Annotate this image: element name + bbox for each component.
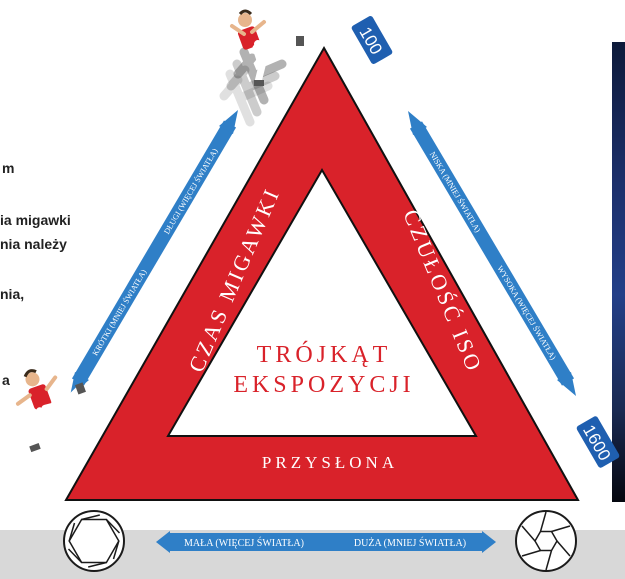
runner-blurred-icon <box>219 9 304 127</box>
iso-high-label: WYSOKA (WIĘCEJ ŚWIATŁA) <box>495 264 558 362</box>
background-text-4: nia, <box>0 286 25 302</box>
exposure-triangle <box>64 45 580 501</box>
aperture-narrow-icon <box>515 510 577 572</box>
iso-badge-1600: 1600 <box>576 416 620 468</box>
aperture-small-label: MAŁA (WIĘCEJ ŚWIATŁA) <box>184 537 304 549</box>
shutter-short-label: KRÓTKI (MNIEJ ŚWIATŁA) <box>91 268 149 358</box>
background-text-3: nia należy <box>0 236 67 252</box>
runner-frozen-icon <box>15 369 86 453</box>
triangle-title-line1: TRÓJKĄT <box>257 341 392 368</box>
background-text-1: m <box>2 160 15 176</box>
iso-arrow <box>408 111 576 396</box>
shutter-long-label: DŁUGI (WIĘCEJ ŚWIATŁA) <box>162 147 220 236</box>
iso-badge-100: 100 <box>351 16 393 64</box>
background-photo-strip <box>612 42 625 502</box>
aperture-arrow <box>156 531 496 553</box>
aperture-wide-icon <box>63 510 125 572</box>
aperture-label: PRZYSŁONA <box>262 453 398 472</box>
background-text-5: a <box>2 372 10 388</box>
iso-low-label: NISKA (MNIEJ ŚWIATŁA) <box>428 150 483 234</box>
aperture-large-label: DUŻA (MNIEJ ŚWIATŁA) <box>354 537 466 549</box>
background-text-2: ia migawki <box>0 212 71 228</box>
triangle-title-line2: EKSPOZYCJI <box>233 372 414 398</box>
